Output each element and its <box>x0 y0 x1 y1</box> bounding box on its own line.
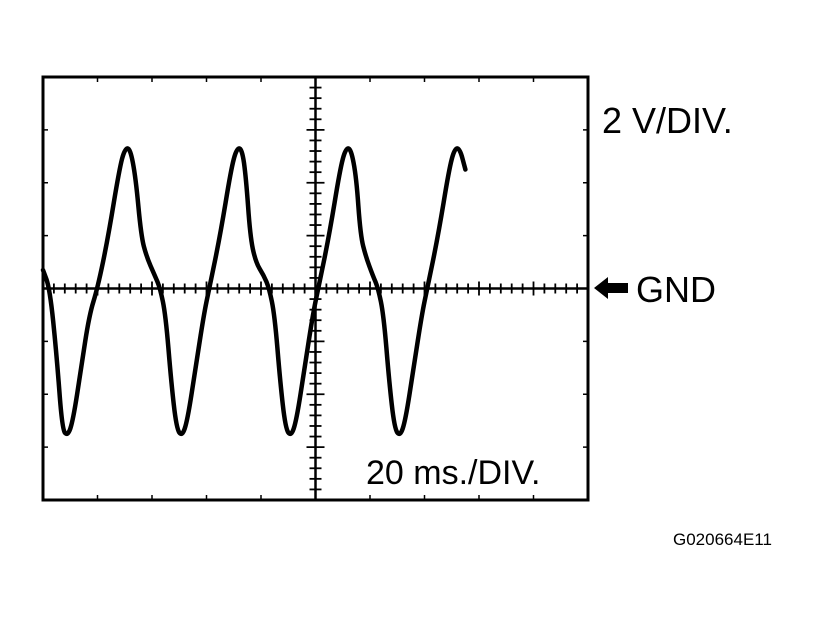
waveform-trace <box>40 146 468 437</box>
screen-frame <box>41 75 590 502</box>
arrow-left-icon <box>594 277 628 299</box>
time-per-division-label: 20 ms./DIV. <box>366 454 541 492</box>
figure-id-label: G020664E11 <box>673 530 772 549</box>
volts-per-division-label: 2 V/DIV. <box>602 100 733 141</box>
ground-label: GND <box>636 269 716 310</box>
graticule <box>42 76 589 501</box>
